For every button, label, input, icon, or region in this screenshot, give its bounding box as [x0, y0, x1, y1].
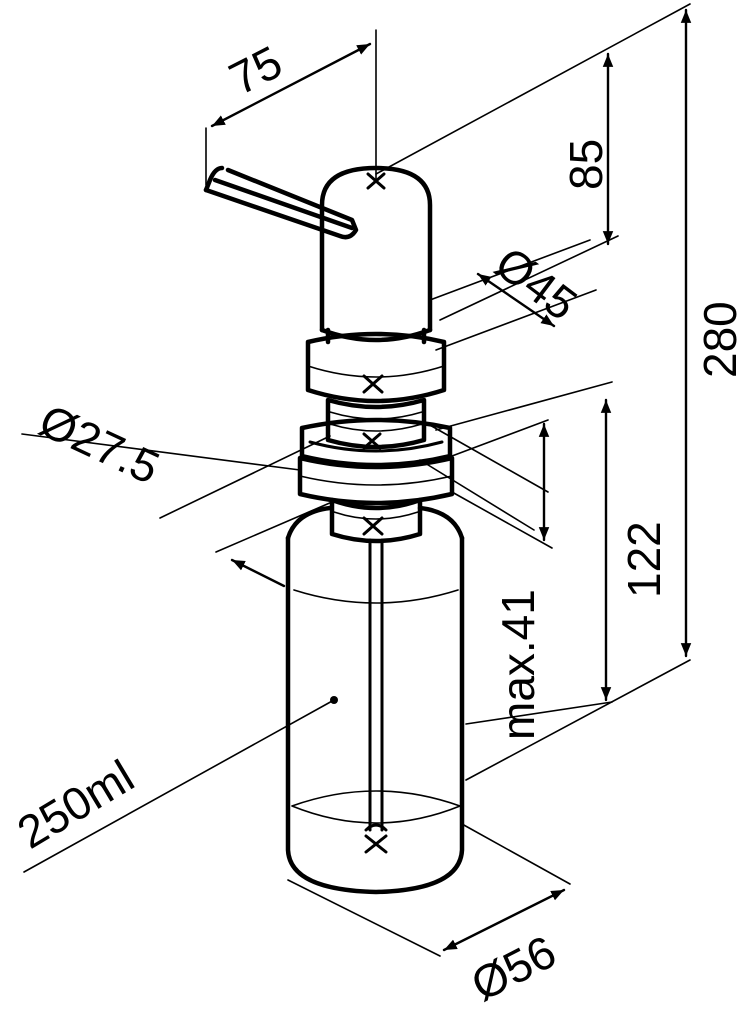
max-thickness-label: max.41 — [492, 589, 544, 740]
bottle-diameter-label: Ø56 — [463, 925, 564, 1011]
shank-diameter-label: Ø27.5 — [32, 394, 168, 494]
spout-reach-label: 75 — [221, 35, 290, 105]
dimension-lines — [21, 3, 692, 957]
pump-head — [203, 165, 447, 404]
threaded-shank — [297, 397, 455, 544]
bottle-height-label: 122 — [618, 521, 670, 598]
head-diameter-label: Ø45 — [486, 236, 587, 330]
bottle-volume-label: 250ml — [8, 749, 142, 858]
overall-height-label: 280 — [694, 301, 745, 378]
head-height-label: 85 — [560, 139, 612, 190]
bottle — [285, 505, 465, 895]
